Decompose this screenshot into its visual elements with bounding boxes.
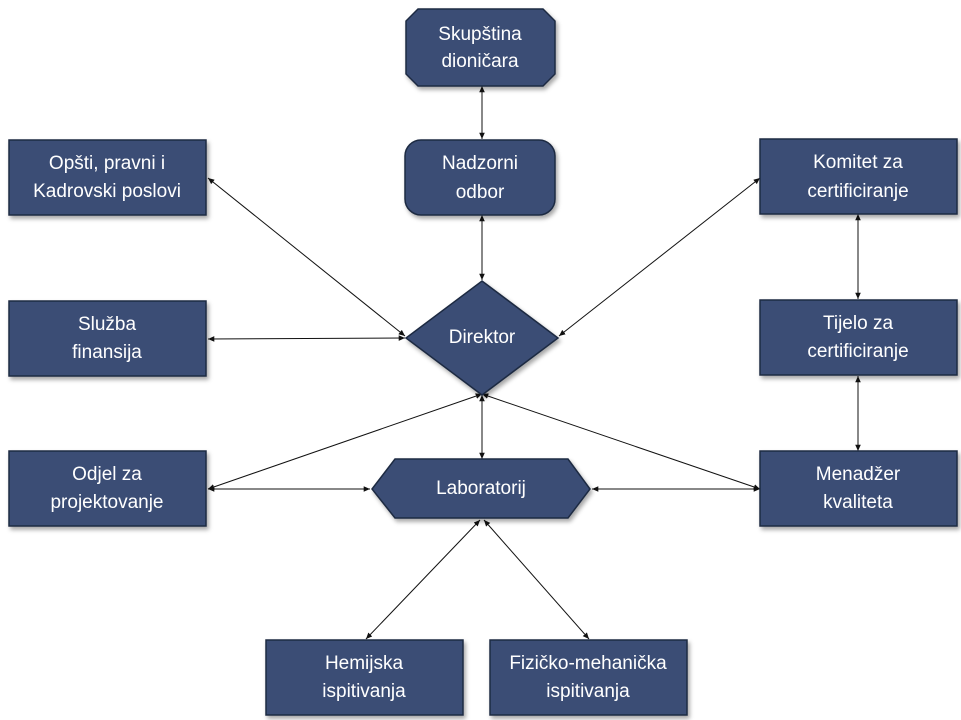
node-label-line2: ispitivanja	[546, 681, 630, 702]
node-label-line2: Kadrovski poslovi	[33, 181, 181, 202]
node-label-line2: kvaliteta	[823, 492, 893, 513]
node-label-line2: certificiranje	[807, 181, 908, 202]
rect-shape	[489, 639, 688, 716]
node-label-line1: Nadzorni	[442, 153, 518, 174]
node-label-line2: odbor	[456, 182, 505, 203]
node-label: Direktor	[449, 327, 516, 348]
node-label-line2: ispitivanja	[322, 681, 406, 702]
node-fizicko-mehanicka-ispitivanja[interactable]: Fizičko-mehanička ispitivanja	[489, 639, 688, 716]
node-direktor[interactable]: Direktor	[404, 280, 560, 396]
connector-sluzba-direktor	[207, 335, 406, 342]
node-hemijska-ispitivanja[interactable]: Hemijska ispitivanja	[265, 639, 464, 716]
connector-opsti-direktor	[207, 177, 406, 337]
node-menadzer-kvaliteta[interactable]: Menadžer kvaliteta	[759, 450, 958, 527]
node-laboratorij[interactable]: Laboratorij	[371, 458, 591, 519]
node-label-line2: dioničara	[441, 51, 519, 72]
connector-odjel-direktor	[207, 393, 483, 490]
snipped-rect-shape	[405, 8, 556, 87]
node-label-line2: projektovanje	[50, 492, 163, 513]
rect-shape	[8, 300, 207, 377]
rect-shape	[8, 139, 207, 216]
node-label-line1: Skupština	[438, 24, 522, 45]
rect-shape	[759, 299, 958, 376]
node-label-line1: Tijelo za	[823, 313, 893, 334]
node-label: Laboratorij	[436, 478, 526, 499]
diamond-shape	[404, 280, 560, 396]
node-skupstina-dionicara[interactable]: Skupština dioničara	[405, 8, 556, 87]
node-label-line1: Opšti, pravni i	[49, 153, 165, 174]
node-label-line1: Odjel za	[72, 464, 142, 485]
node-label-line2: certificiranje	[807, 341, 908, 362]
connectors	[207, 86, 861, 640]
node-label-line1: Menadžer	[816, 464, 901, 485]
rect-shape	[759, 450, 958, 527]
rounded-rect-shape	[404, 139, 556, 216]
rect-shape	[265, 639, 464, 716]
connector-laboratorij-hemijska	[365, 519, 481, 640]
node-label-line2: finansija	[72, 342, 142, 363]
node-label-line1: Fizičko-mehanička	[509, 653, 667, 674]
connector-komitet-direktor	[558, 177, 761, 337]
connector-laboratorij-fizicko	[483, 519, 590, 640]
hexagon-shape	[371, 458, 591, 519]
node-label-line1: Služba	[78, 314, 137, 335]
node-tijelo-za-certificiranje[interactable]: Tijelo za certificiranje	[759, 299, 958, 376]
connector-menadzer-direktor	[481, 393, 761, 490]
node-komitet-za-certificiranje[interactable]: Komitet za certificiranje	[759, 138, 958, 215]
node-label-line1: Komitet za	[813, 152, 903, 173]
node-odjel-za-projektovanje[interactable]: Odjel za projektovanje	[8, 450, 207, 527]
node-nadzorni-odbor[interactable]: Nadzorni odbor	[404, 139, 556, 216]
node-sluzba-finansija[interactable]: Služba finansija	[8, 300, 207, 377]
node-opsti-pravni-kadrovski[interactable]: Opšti, pravni i Kadrovski poslovi	[8, 139, 207, 216]
node-label-line1: Hemijska	[325, 653, 404, 674]
rect-shape	[759, 138, 958, 215]
rect-shape	[8, 450, 207, 527]
